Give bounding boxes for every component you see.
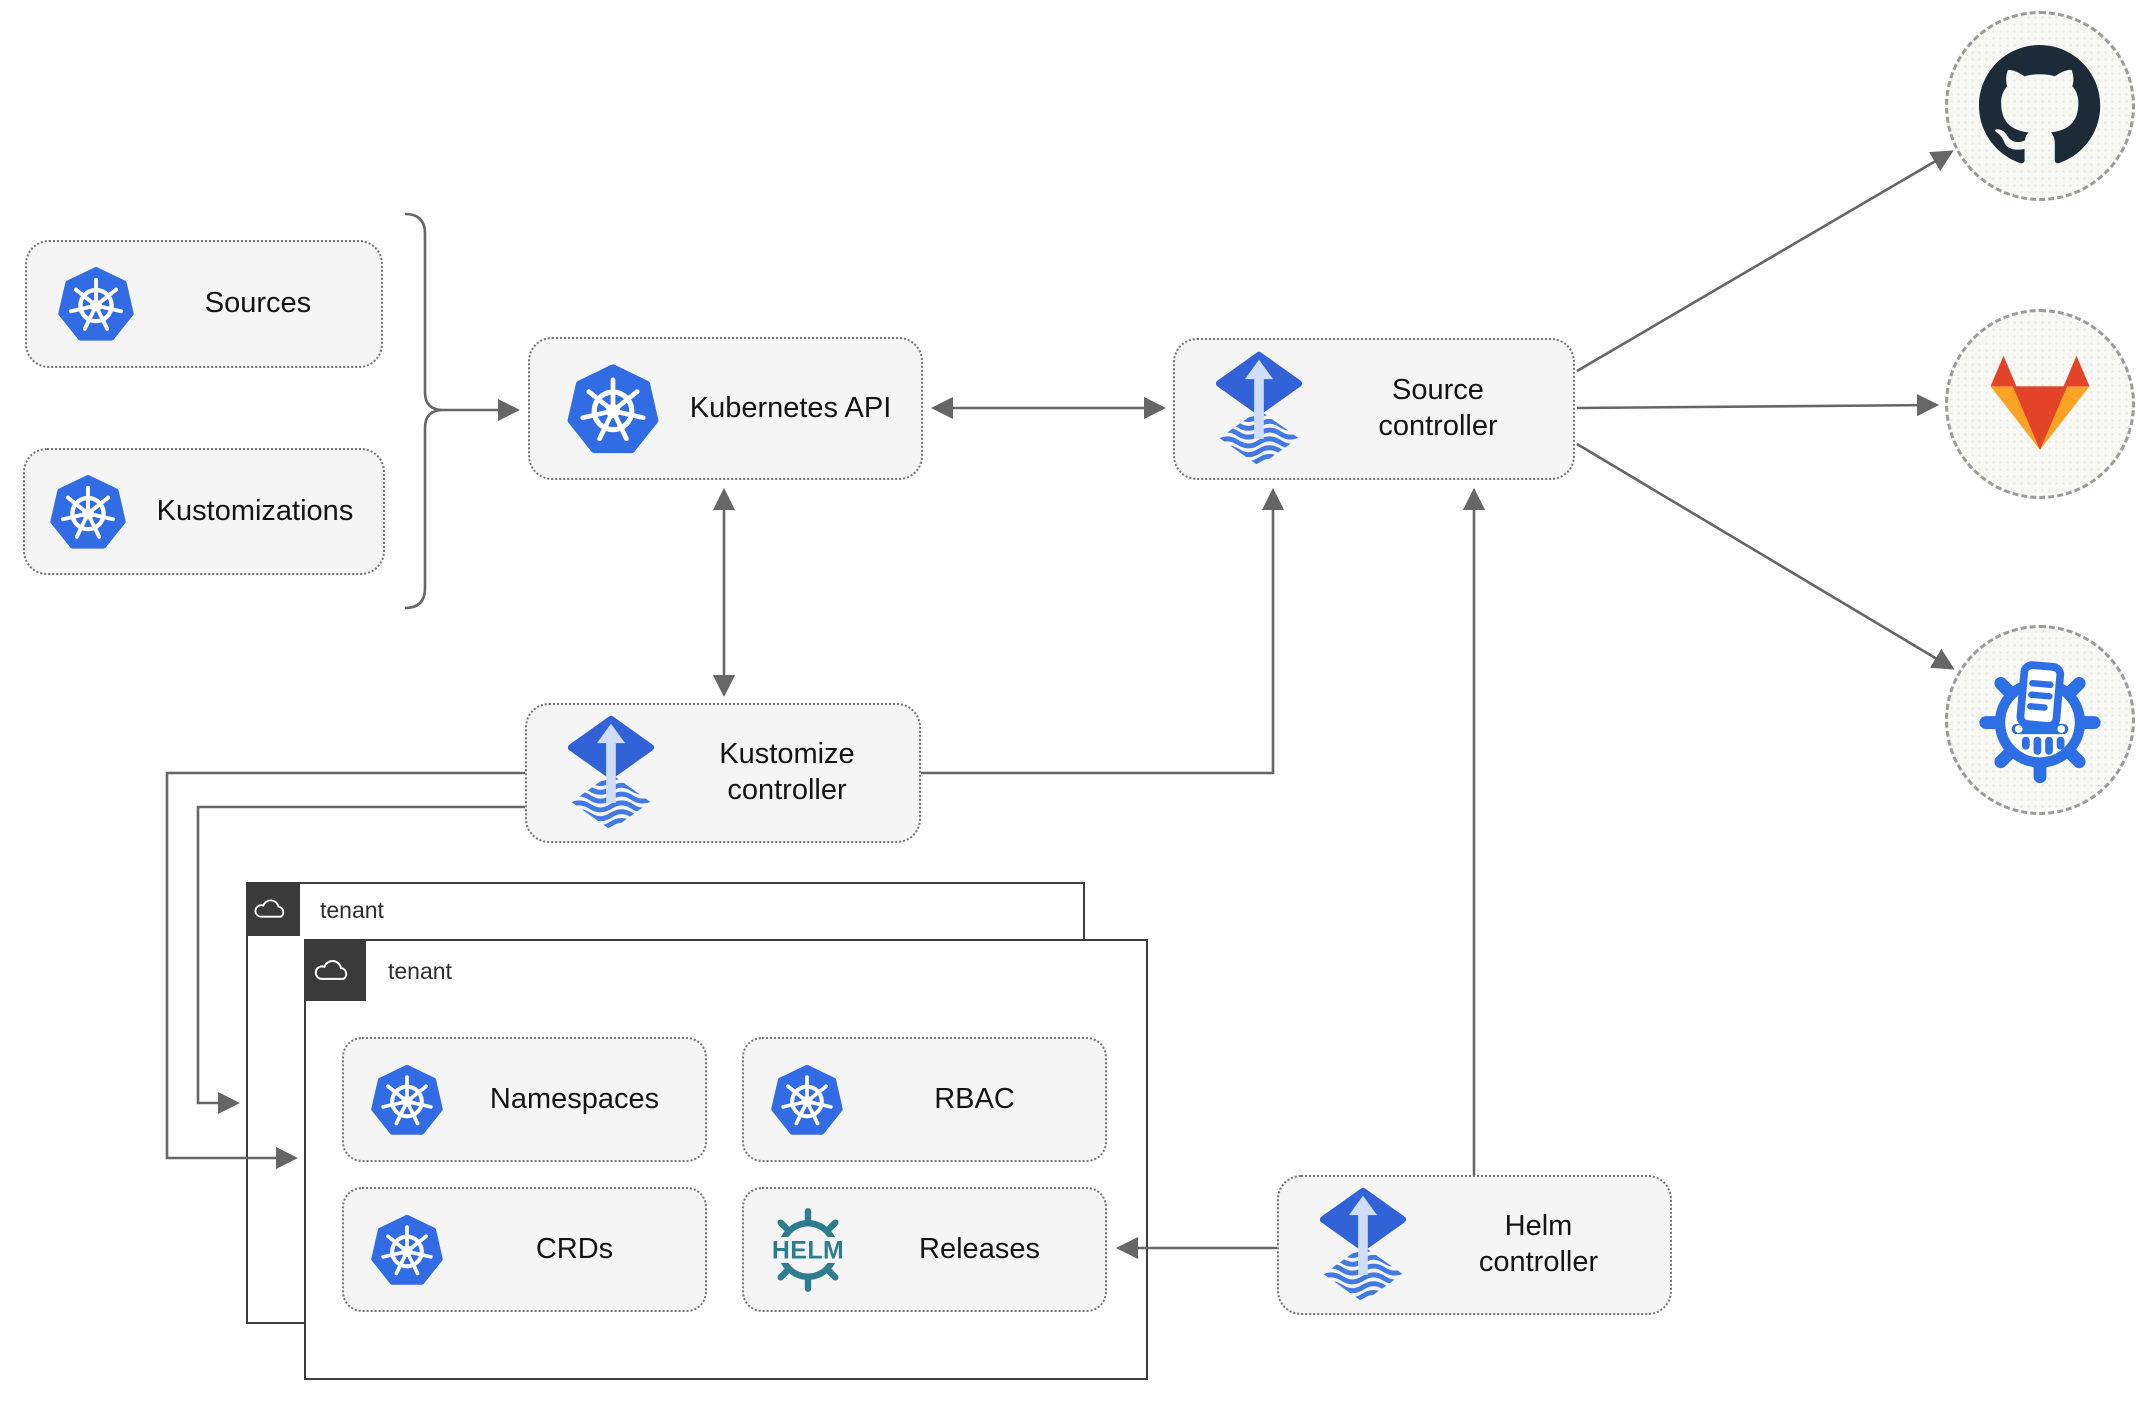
arrow-source-to-chartmuseum — [1576, 442, 1955, 670]
helm-controller-box: Helm controller — [1277, 1175, 1672, 1315]
chartmuseum-target-circle — [1945, 625, 2135, 815]
github-target-circle — [1945, 11, 2135, 201]
gitlab-icon — [1990, 355, 2090, 450]
flux-icon — [567, 715, 655, 831]
kubernetes-icon — [770, 1063, 844, 1137]
rbac-box: RBAC — [742, 1037, 1107, 1162]
kustomizations-box: Kustomizations — [23, 448, 385, 575]
namespaces-box: Namespaces — [342, 1037, 707, 1162]
github-icon — [1979, 45, 2101, 164]
arrow-source-to-github — [1576, 150, 1954, 373]
sources-label: Sources — [204, 287, 312, 320]
helm-controller-line1: Helm — [1504, 1210, 1573, 1243]
flux-icon — [1319, 1187, 1407, 1303]
source-controller-line2: controller — [1378, 410, 1498, 442]
kustomize-controller-line1: Kustomize — [719, 738, 855, 771]
kustomize-controller-label: Kustomize controller — [655, 737, 919, 809]
kubernetes-icon — [370, 1213, 444, 1287]
releases-box: Releases — [742, 1187, 1107, 1312]
namespaces-label: Namespaces — [489, 1082, 660, 1115]
arrow-kustomize-to-source — [921, 487, 1285, 775]
gitlab-target-circle — [1945, 309, 2135, 499]
source-controller-label: Source controller — [1303, 373, 1573, 445]
cloud-icon — [314, 959, 348, 980]
rbac-label: RBAC — [934, 1082, 1015, 1115]
kubernetes-icon — [566, 362, 660, 456]
crds-label: CRDs — [535, 1232, 614, 1265]
kustomize-controller-line2: controller — [727, 774, 847, 806]
tenant-box-front: tenant Namespaces RBAC CRDs Releases — [304, 939, 1148, 1380]
kubernetes-icon — [370, 1063, 444, 1137]
kubernetes-api-label: Kubernetes API — [689, 391, 892, 424]
crds-box: CRDs — [342, 1187, 707, 1312]
kustomize-controller-box: Kustomize controller — [525, 703, 921, 843]
helm-controller-label: Helm controller — [1407, 1209, 1670, 1281]
kubernetes-icon — [57, 265, 135, 343]
helm-icon — [762, 1204, 854, 1296]
source-controller-line1: Source — [1392, 374, 1484, 407]
helm-controller-line2: controller — [1478, 1246, 1599, 1278]
tenant-label: tenant — [320, 897, 384, 923]
tenant-tag — [304, 939, 366, 1001]
kustomizations-label: Kustomizations — [156, 494, 354, 527]
releases-label: Releases — [919, 1232, 1040, 1265]
cloud-icon — [254, 899, 285, 918]
kubernetes-icon — [49, 473, 127, 551]
flux-icon — [1215, 351, 1303, 467]
arrow-source-to-gitlab — [1576, 394, 1940, 417]
source-controller-box: Source controller — [1173, 338, 1575, 480]
sources-box: Sources — [25, 240, 383, 368]
kubernetes-api-box: Kubernetes API — [528, 337, 923, 480]
chartmuseum-icon — [1973, 653, 2107, 787]
tenant-tag — [246, 882, 300, 936]
tenant-label: tenant — [388, 958, 452, 984]
group-brace — [404, 212, 444, 610]
